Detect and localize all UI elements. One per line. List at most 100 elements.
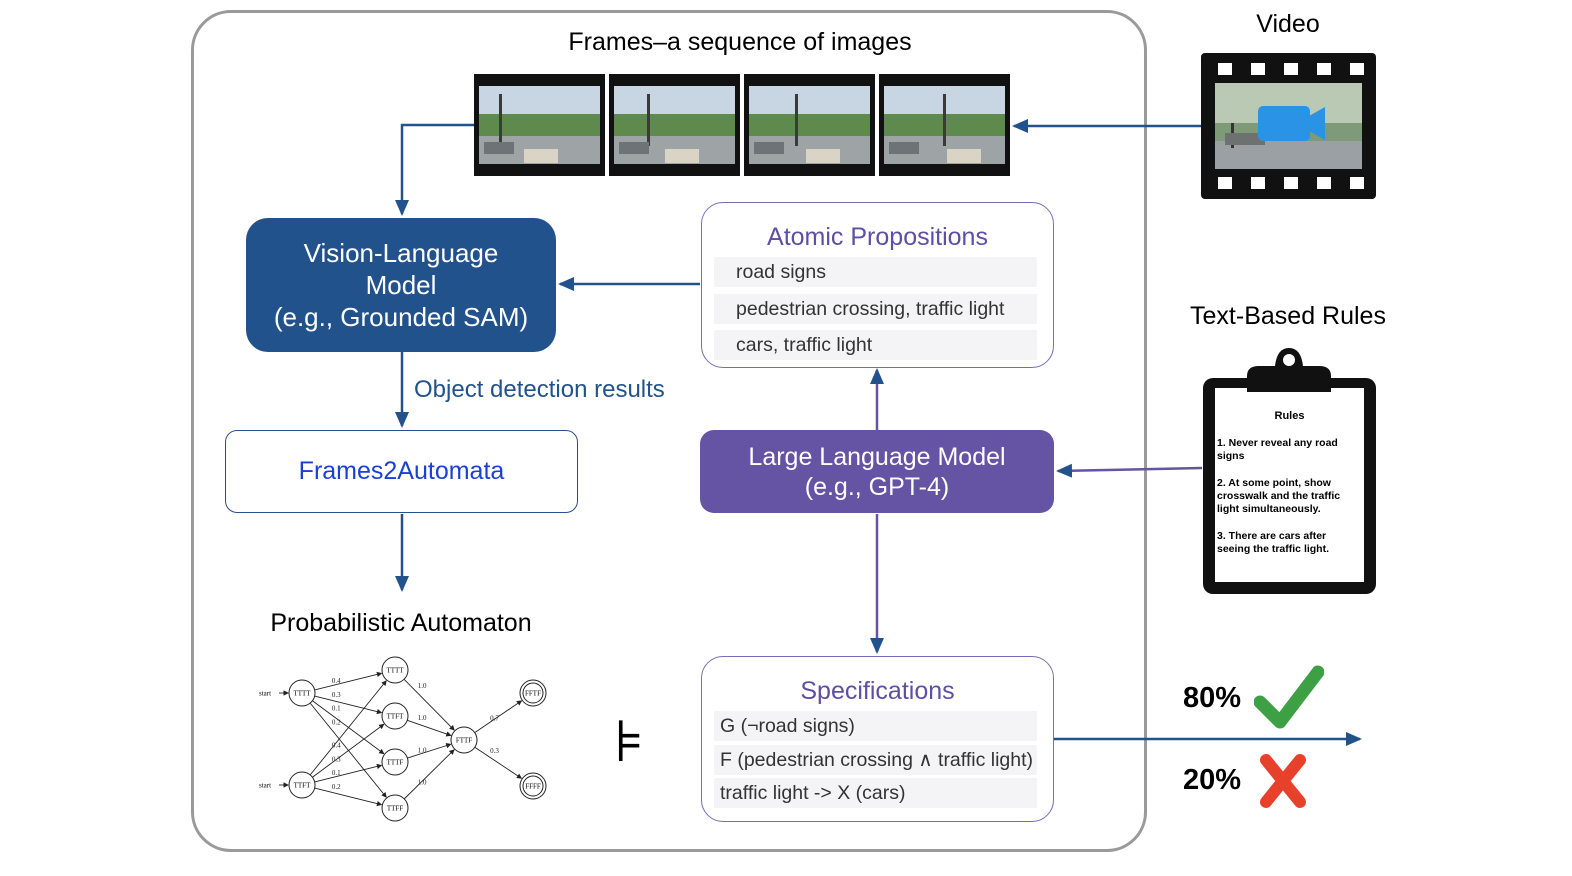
automaton-edge (474, 700, 523, 734)
rule-item-3: 3. There are cars after seeing the traff… (1217, 530, 1330, 555)
automaton-state-label: TTTF (387, 759, 404, 767)
edge-probability-label: 1.0 (418, 746, 427, 754)
automaton-edge (312, 723, 385, 778)
proposition-item: road signs (714, 257, 1037, 287)
sprocket-hole (1251, 177, 1265, 189)
automaton-edge (314, 695, 383, 715)
edge-probability-label: 0.1 (332, 769, 341, 777)
automaton-caption: Probabilistic Automaton (270, 609, 532, 637)
edge-probability-label: 0.2 (332, 719, 341, 727)
models-symbol: ⊧ (614, 707, 645, 775)
edge-probability-label: 0.7 (490, 715, 499, 723)
video-caption: Video (1256, 10, 1320, 38)
clipboard-icon (1203, 348, 1376, 594)
rules-clipboard: Rules 1. Never reveal any road signs 2. … (1203, 346, 1376, 594)
clipboard-heading: Rules (1274, 410, 1305, 422)
edge-probability-label: 0.2 (332, 783, 341, 791)
start-label: start (259, 782, 271, 790)
frames2automata-label: Frames2Automata (298, 457, 505, 485)
vision-language-model-box: Vision-Language Model (e.g., Grounded SA… (246, 218, 556, 352)
film-frame (744, 74, 875, 176)
probabilistic-automaton-graph: 0.4 0.3 0.1 0.2 0.4 0.3 0.1 0.2 1.0 1.0 1.0 1.0 0.7 0… (259, 656, 547, 822)
edge-probability-label: 0.3 (332, 691, 341, 699)
atomic-propositions-box: Atomic Propositions road signs pedestria… (701, 202, 1054, 368)
film-strip-frames (474, 74, 1010, 176)
sprocket-hole (1317, 177, 1331, 189)
vlm-line-1: Vision-Language (303, 238, 499, 268)
automaton-edge (314, 671, 383, 691)
film-frame (609, 74, 740, 176)
automaton-edge (407, 743, 452, 759)
automaton-state-label: TTTT (386, 667, 404, 675)
automaton-state-label: TTTT (293, 690, 311, 698)
automaton-state-label: FFTF (525, 690, 541, 698)
specification-item: F (pedestrian crossing ∧ traffic light) (714, 745, 1037, 775)
automaton-state (519, 679, 547, 707)
sprocket-hole (1284, 63, 1298, 75)
vlm-line-2: Model (365, 270, 437, 300)
arrow-frames-to-vlm (395, 123, 474, 216)
automaton-state (381, 794, 409, 822)
arrow-rules-to-llm (1056, 463, 1203, 478)
accepting-state-ring (522, 775, 544, 797)
automaton-edge (403, 749, 455, 800)
edge-probability-label: 0.1 (332, 705, 341, 713)
edge-probability-label: 0.3 (490, 747, 499, 755)
rule-item-2: 2. At some point, show crosswalk and the… (1217, 477, 1341, 515)
edge-probability-label: 0.4 (332, 742, 341, 750)
automaton-state-label: FFFF (525, 783, 541, 791)
pipeline-container (191, 10, 1147, 852)
start-label: start (259, 690, 271, 698)
film-frame (879, 74, 1010, 176)
sprocket-hole (1350, 63, 1364, 75)
large-language-model-box: Large Language Model (e.g., GPT-4) (700, 430, 1054, 513)
accepting-state-ring (522, 682, 544, 704)
automaton-state (381, 702, 409, 730)
atomic-propositions-title: Atomic Propositions (767, 223, 988, 251)
sprocket-hole (1317, 63, 1331, 75)
video-camera-icon (1258, 106, 1325, 141)
automaton-edge (407, 719, 452, 737)
automaton-edge (312, 700, 385, 755)
automaton-state-label: TTFF (387, 805, 403, 813)
automaton-edge (314, 787, 383, 807)
edge-probability-label: 0.3 (332, 755, 341, 763)
automaton-edge (309, 680, 387, 776)
automaton-state (288, 771, 316, 799)
rules-caption: Text-Based Rules (1190, 302, 1386, 330)
rule-item-1: 1. Never reveal any road signs (1217, 437, 1338, 462)
proposition-item: cars, traffic light (714, 330, 1037, 360)
edge-probability-label: 1.0 (418, 779, 427, 787)
cross-mark-icon (1260, 754, 1306, 808)
automaton-edge (314, 763, 383, 783)
automaton-edge (403, 678, 455, 731)
automaton-edge (474, 746, 523, 779)
automaton-state (450, 726, 478, 754)
automaton-state (288, 679, 316, 707)
sprocket-hole (1218, 177, 1232, 189)
edge-probability-label: 1.0 (418, 714, 427, 722)
pass-percentage: 80% (1183, 682, 1242, 714)
automaton-edge (309, 702, 387, 798)
sprocket-hole (1284, 177, 1298, 189)
frames-caption: Frames–a sequence of images (568, 28, 912, 56)
sprocket-hole (1251, 63, 1265, 75)
proposition-item: pedestrian crossing, traffic light (714, 294, 1037, 324)
automaton-state-label: FTTF (456, 737, 472, 745)
llm-line-1: Large Language Model (748, 442, 1006, 471)
object-detection-label: Object detection results (414, 376, 665, 403)
sprocket-hole (1350, 177, 1364, 189)
automaton-state-label: TTFT (294, 782, 311, 790)
fail-percentage: 20% (1183, 764, 1242, 796)
llm-line-2: (e.g., GPT-4) (804, 472, 950, 501)
automaton-state-label: TTFT (387, 713, 404, 721)
specifications-box: Specifications G (¬road signs) F (pedest… (701, 656, 1054, 822)
frames2automata-box: Frames2Automata (225, 430, 578, 513)
automaton-state (519, 772, 547, 800)
specification-item: G (¬road signs) (714, 711, 1037, 741)
video-film-icon (1201, 53, 1376, 199)
edge-probability-label: 1.0 (418, 682, 427, 690)
automaton-state (381, 656, 409, 684)
edge-probability-label: 0.4 (332, 677, 341, 685)
